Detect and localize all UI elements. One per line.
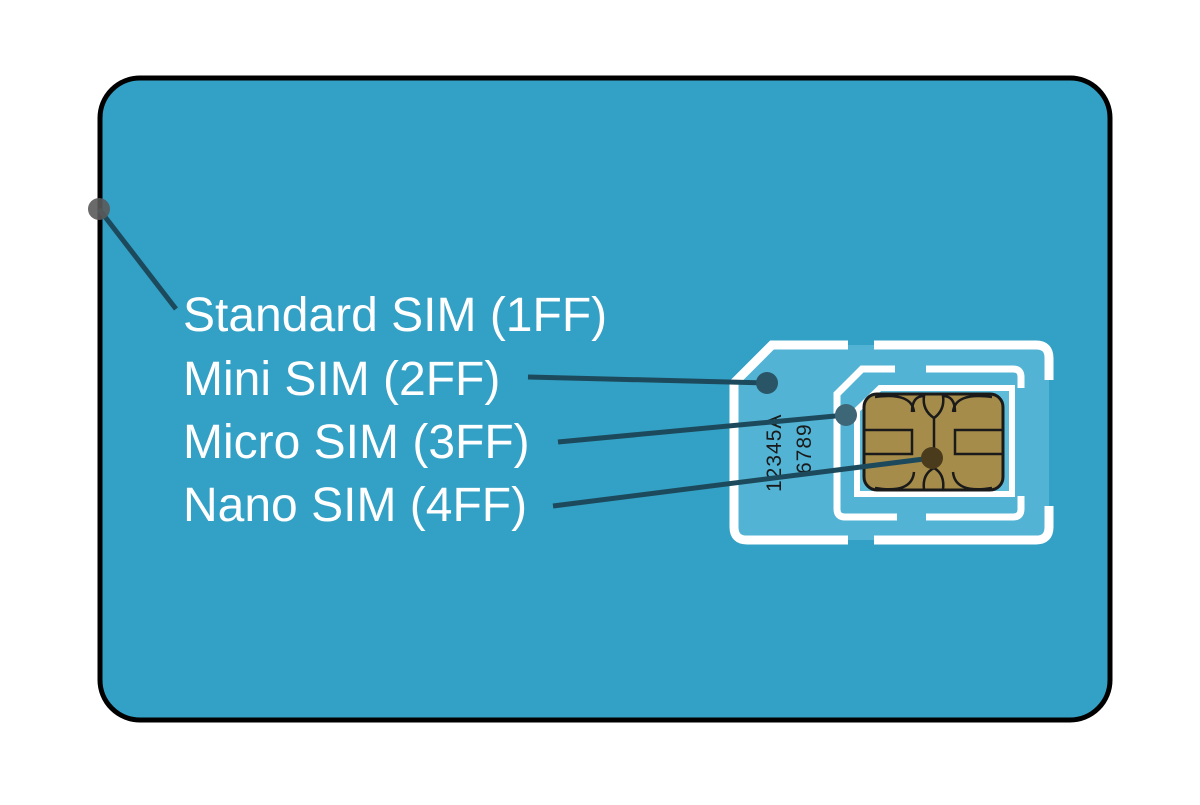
label-mini-sim: Mini SIM (2FF)	[183, 353, 500, 406]
serial-number: 12345A 6789	[763, 414, 816, 492]
chip-contacts	[862, 392, 1005, 492]
leader-line-standard	[97, 207, 178, 311]
leader-line-micro	[557, 412, 847, 445]
label-nano-sim: Nano SIM (4FF)	[183, 479, 527, 532]
micro-sim-outline	[833, 365, 1025, 521]
mini-sim-outline	[729, 340, 1054, 545]
leader-dot-standard	[88, 198, 110, 220]
leader-dot-nano	[921, 447, 943, 469]
leader-line-mini	[527, 374, 768, 386]
serial-line-1: 12345A	[763, 414, 786, 492]
leader-line-nano	[552, 455, 933, 509]
leader-dot-mini	[756, 372, 778, 394]
leader-dot-micro	[835, 404, 857, 426]
serial-line-2: 6789	[793, 423, 816, 474]
label-micro-sim: Micro SIM (3FF)	[183, 416, 530, 469]
standard-sim-card	[97, 75, 1113, 723]
label-standard-sim: Standard SIM (1FF)	[183, 289, 607, 342]
